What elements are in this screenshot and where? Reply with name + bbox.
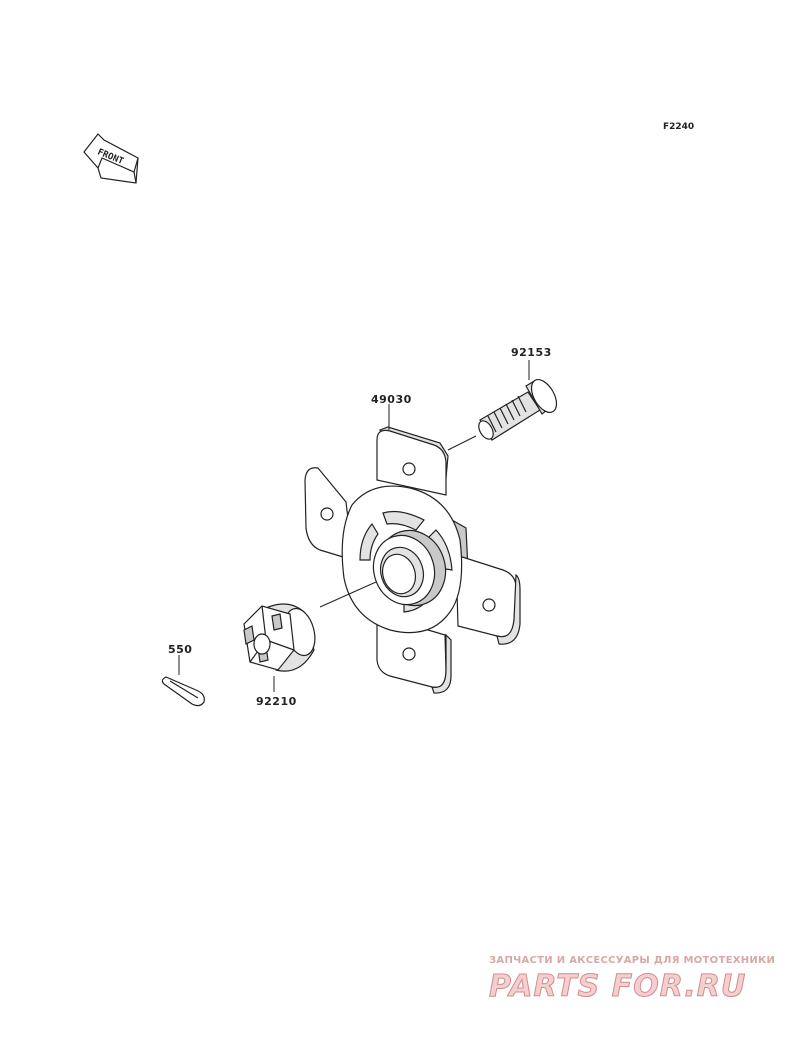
figure-code: F2240: [663, 122, 694, 132]
cotter-pin-icon: [161, 676, 205, 707]
castle-nut-icon: [243, 603, 316, 672]
stud-bolt-icon: [478, 379, 558, 441]
watermark-tagline: ЗАПЧАСТИ И АКСЕССУАРЫ ДЛЯ МОТОТЕХНИКИ: [489, 955, 775, 966]
front-arrow-icon: FRONT: [83, 133, 139, 184]
part-number-pin[interactable]: 550: [168, 643, 192, 656]
part-number-bolt[interactable]: 92153: [511, 346, 552, 359]
leader-lines: [178, 360, 530, 692]
part-number-nut[interactable]: 92210: [256, 695, 297, 708]
hub-flange-icon: [304, 426, 521, 694]
watermark-brand: PARTS FOR.RU: [489, 969, 746, 1004]
watermark: ЗАПЧАСТИ И АКСЕССУАРЫ ДЛЯ МОТОТЕХНИКИ PA…: [489, 955, 775, 1005]
part-number-hub[interactable]: 49030: [371, 393, 412, 406]
